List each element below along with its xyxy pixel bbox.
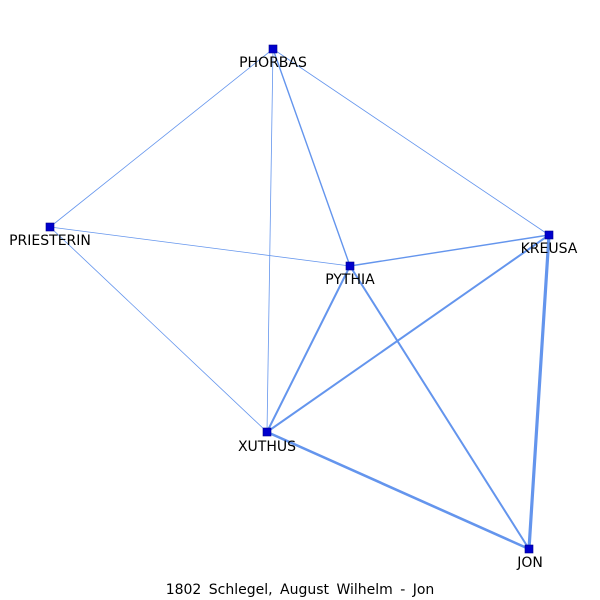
node-label-priesterin: PRIESTERIN <box>9 233 91 249</box>
node-phorbas <box>268 44 278 54</box>
edge-xuthus-jon <box>265 430 531 551</box>
node-jon <box>524 544 534 554</box>
node-xuthus <box>262 427 272 437</box>
node-kreusa <box>544 230 554 240</box>
node-label-pythia: PYTHIA <box>325 272 375 288</box>
edges-layer <box>49 48 551 551</box>
nodes-layer <box>45 44 554 554</box>
edge-kreusa-xuthus <box>266 234 550 433</box>
edge-phorbas-xuthus <box>266 48 274 433</box>
edge-kreusa-jon <box>527 233 551 551</box>
edge-pythia-kreusa <box>349 234 550 267</box>
node-label-phorbas: PHORBAS <box>239 55 307 71</box>
node-priesterin <box>45 222 55 232</box>
node-label-xuthus: XUTHUS <box>238 439 296 455</box>
edge-priesterin-pythia <box>49 226 351 267</box>
edge-pythia-jon <box>349 265 530 550</box>
edge-pythia-xuthus <box>266 265 351 433</box>
edge-phorbas-priesterin <box>49 48 274 228</box>
graph-caption: 1802 Schlegel, August Wilhelm - Jon <box>165 582 435 598</box>
node-label-jon: JON <box>516 555 543 571</box>
node-label-kreusa: KREUSA <box>521 241 578 257</box>
edge-phorbas-pythia <box>272 48 351 267</box>
node-pythia <box>345 261 355 271</box>
labels-layer: PHORBAS PRIESTERIN PYTHIA KREUSA XUTHUS JON <box>9 55 578 571</box>
edge-phorbas-kreusa <box>272 48 550 236</box>
edge-priesterin-xuthus <box>49 226 268 433</box>
